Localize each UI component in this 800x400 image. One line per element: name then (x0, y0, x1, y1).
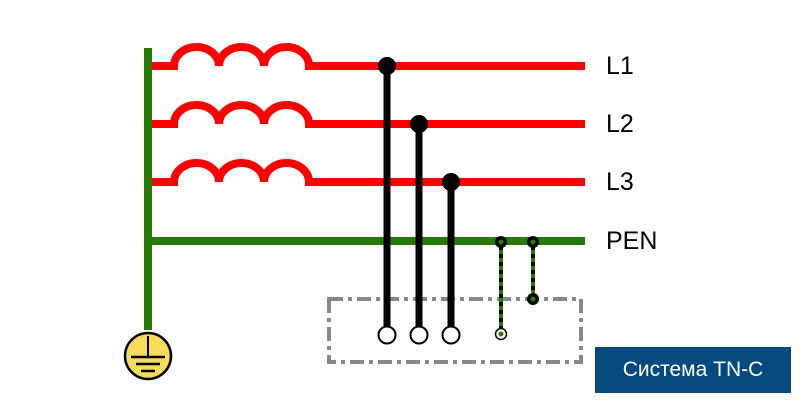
phase-tap-l3 (441, 173, 461, 345)
phase-line-l1 (152, 43, 585, 70)
consumer-enclosure (327, 297, 583, 364)
label-l1: L1 (606, 52, 634, 80)
phase-tap-l1 (377, 57, 397, 345)
pen-tap-neutral (494, 236, 508, 341)
label-l3: L3 (606, 168, 634, 196)
phase-line-l3 (152, 159, 585, 186)
phase-tap-l2 (409, 115, 429, 345)
label-l2: L2 (606, 110, 634, 138)
phase-line-l2 (152, 101, 585, 128)
label-pen: PEN (606, 227, 658, 255)
terminal-l1 (377, 325, 397, 345)
system-title-badge: Система TN-C (595, 347, 791, 393)
system-title: Система TN-C (622, 358, 764, 381)
pen-tap-protective (527, 236, 539, 305)
terminal-l3 (441, 325, 461, 345)
terminal-l2 (409, 325, 429, 345)
ground-icon (123, 331, 173, 381)
